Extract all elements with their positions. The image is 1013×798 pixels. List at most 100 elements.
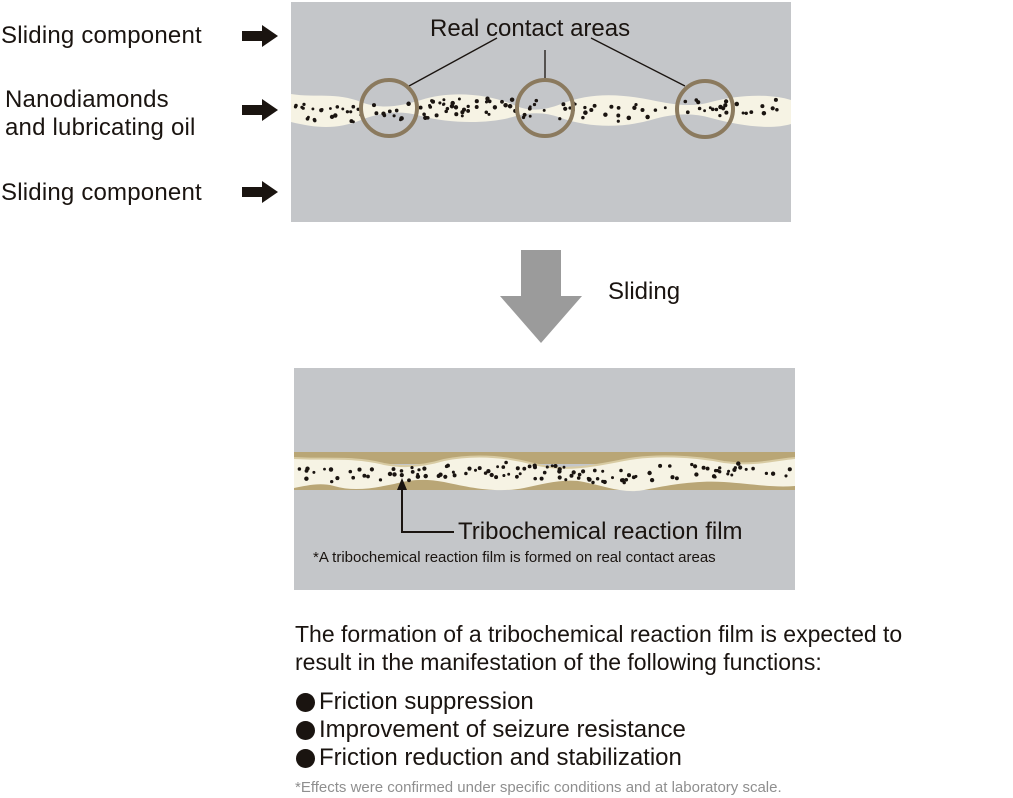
nanodiamond-particle xyxy=(351,104,356,109)
nanodiamond-particle xyxy=(504,460,508,465)
nanodiamond-particle xyxy=(619,478,625,483)
nanodiamond-particle xyxy=(721,106,726,111)
nanodiamond-particle xyxy=(351,475,356,480)
nanodiamond-particle xyxy=(751,466,755,471)
nanodiamond-particle xyxy=(311,107,315,111)
nanodiamond-particle xyxy=(726,472,730,476)
nanodiamond-particle xyxy=(634,474,638,478)
nanodiamond-particle xyxy=(714,107,719,112)
nanodiamond-particle xyxy=(371,103,377,108)
nanodiamond-particle xyxy=(616,106,621,110)
nanodiamond-particle xyxy=(787,467,792,472)
nanodiamond-particle xyxy=(492,105,498,110)
nanodiamond-particle xyxy=(345,110,350,114)
nanodiamond-particle xyxy=(302,102,306,107)
nanodiamond-particle xyxy=(500,99,504,104)
nanodiamond-particle xyxy=(391,467,396,472)
nanodiamond-particle xyxy=(515,474,519,479)
nanodiamond-particle xyxy=(369,467,374,472)
nanodiamond-particle xyxy=(312,470,316,474)
interface-cross-section xyxy=(291,37,791,139)
function-label: Improvement of seizure resistance xyxy=(319,716,686,743)
nanodiamond-particle xyxy=(464,471,468,476)
nanodiamond-particle xyxy=(744,467,748,471)
nanodiamond-particle xyxy=(329,114,335,120)
nanodiamond-particle xyxy=(426,116,430,120)
nanodiamond-particle xyxy=(760,104,765,109)
nanodiamond-particle xyxy=(507,103,513,109)
nanodiamond-particle xyxy=(387,109,392,114)
nanodiamond-particle xyxy=(736,461,741,466)
nanodiamond-particle xyxy=(489,472,494,478)
nanodiamond-particle xyxy=(601,469,605,473)
nanodiamond-particle xyxy=(718,466,722,470)
real-contact-areas-label: Real contact areas xyxy=(430,15,631,42)
nanodiamond-particle xyxy=(557,475,562,480)
nanodiamond-particle xyxy=(418,105,423,110)
nanodiamond-particle xyxy=(477,466,482,471)
nanodiamond-particle xyxy=(333,113,338,118)
nanodiamond-particle xyxy=(399,469,404,473)
bullet-icon xyxy=(296,748,315,768)
nanodiamond-particle xyxy=(591,480,595,485)
nanodiamond-particle xyxy=(581,469,586,474)
reaction-film-label: Tribochemical reaction film xyxy=(458,518,743,545)
nanodiamond-particle xyxy=(715,468,720,473)
nanodiamond-particle xyxy=(406,101,411,107)
nanodiamond-particle xyxy=(532,102,537,107)
nanodiamond-particle xyxy=(438,472,443,477)
nanodiamond-particle xyxy=(452,473,457,478)
nanodiamond-particle xyxy=(487,112,491,116)
nanodiamond-particle xyxy=(312,117,317,122)
right-arrow-icon xyxy=(242,25,278,47)
nanodiamond-particle xyxy=(522,112,527,117)
nanodiamond-particle xyxy=(640,107,645,113)
bullet-icon xyxy=(296,720,315,740)
list-item: Friction reduction and stabilization xyxy=(296,744,686,772)
nanodiamond-particle xyxy=(626,473,632,478)
nanodiamond-particle xyxy=(683,99,688,104)
nanodiamond-particle xyxy=(323,467,326,471)
nanodiamond-particle xyxy=(487,99,492,104)
nanodiamond-particle xyxy=(532,463,537,468)
nanodiamond-particle xyxy=(392,114,396,118)
nanodiamond-particle xyxy=(527,106,532,111)
nanodiamond-particle xyxy=(474,105,479,109)
nanodiamond-particle xyxy=(381,111,386,116)
nanodiamond-particle xyxy=(770,106,775,111)
nanodiamond-particle xyxy=(522,466,527,471)
nanodiamond-particle xyxy=(609,104,614,109)
nanodiamond-particle xyxy=(749,110,754,115)
nanodiamond-particle xyxy=(507,472,511,476)
nanodiamond-particle xyxy=(545,465,549,469)
nanodiamond-particle xyxy=(632,105,637,110)
nanodiamond-particle xyxy=(533,476,537,481)
nanodiamond-particle xyxy=(466,108,471,113)
nanodiamond-particle xyxy=(694,98,699,102)
nanodiamond-particle xyxy=(690,462,694,467)
nanodiamond-particle xyxy=(443,474,448,479)
nanodiamond-particle xyxy=(773,97,778,102)
nanodiamond-particle xyxy=(761,110,767,116)
bottom-component-label: Sliding component xyxy=(1,179,202,206)
nanodiamond-particle xyxy=(422,466,427,471)
pointer-arrowhead-icon xyxy=(397,478,407,490)
nanodiamond-particle xyxy=(592,468,597,473)
nanodiamond-particle xyxy=(539,476,544,481)
after-sliding-diagram xyxy=(294,368,795,590)
bullet-icon xyxy=(296,692,315,712)
contact-area-ring xyxy=(675,79,735,139)
nanodiamond-particle xyxy=(653,108,658,112)
nanodiamond-particle xyxy=(730,473,734,477)
nanodiamond-particle xyxy=(410,470,415,474)
nanodiamond-particle xyxy=(550,464,554,468)
nanodiamond-particles xyxy=(293,96,779,124)
nanodiamond-particle xyxy=(603,112,608,117)
nanodiamond-particle xyxy=(399,473,404,478)
nanodiamond-particle xyxy=(460,110,465,115)
nanodiamond-particle xyxy=(445,106,450,111)
nanodiamond-particle xyxy=(670,475,675,480)
nanodiamond-particle xyxy=(569,473,574,478)
nanodiamond-particle xyxy=(319,108,324,113)
nanodiamond-particle xyxy=(663,106,667,110)
